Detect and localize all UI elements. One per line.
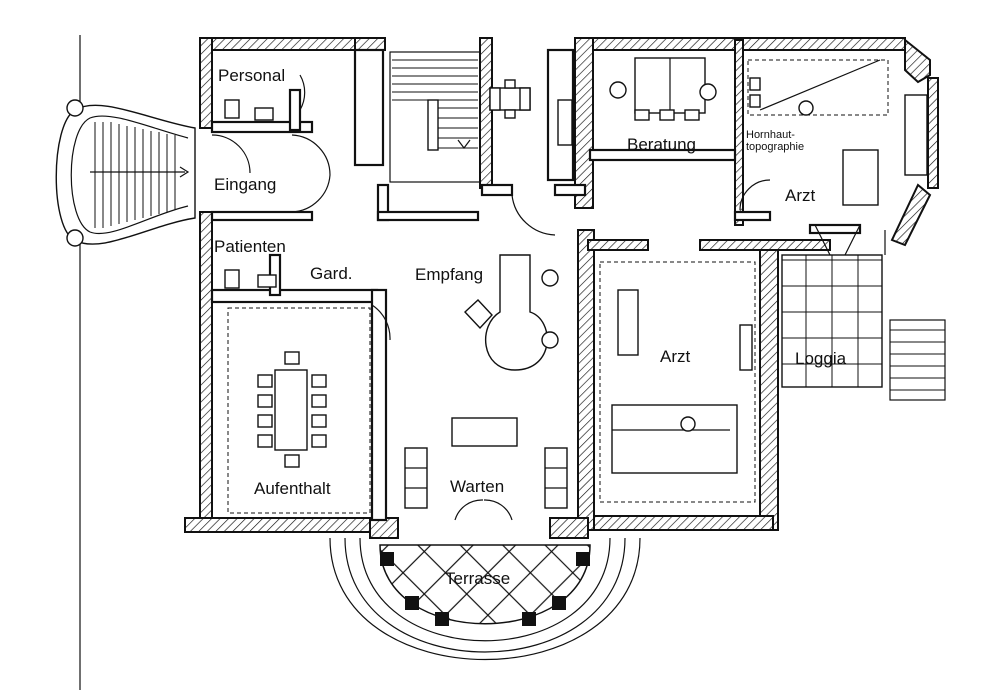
room-label-loggia: Loggia xyxy=(795,349,847,368)
loggia-floor xyxy=(781,254,883,388)
interior-stair xyxy=(389,51,481,183)
doors xyxy=(211,74,861,521)
room-label-arzt-mid: Arzt xyxy=(660,347,691,366)
arzt-top-furniture xyxy=(747,59,928,206)
arzt-mid-furniture xyxy=(599,261,756,503)
room-label-eingang: Eingang xyxy=(214,175,277,194)
room-label-aufenthalt: Aufenthalt xyxy=(254,479,331,498)
room-label-hornhauttopographie: Hornhaut- topographie xyxy=(746,129,805,153)
entrance-stair xyxy=(55,99,196,247)
aufenthalt-table xyxy=(227,307,371,514)
beratung-furniture xyxy=(609,57,717,121)
room-label-warten: Warten xyxy=(450,477,505,496)
room-label-beratung: Beratung xyxy=(627,135,696,154)
loggia-stair xyxy=(889,319,946,401)
outer-walls xyxy=(184,37,939,539)
room-label-arzt-top: Arzt xyxy=(785,186,816,205)
wc-fixtures xyxy=(224,99,277,289)
room-label-gard: Gard. xyxy=(310,264,353,283)
kitchen xyxy=(489,79,573,146)
room-label-personal: Personal xyxy=(218,66,286,85)
loggia-stair-steps xyxy=(890,329,945,391)
room-label-empfang: Empfang xyxy=(415,265,484,284)
waiting-furniture xyxy=(404,417,568,509)
room-label-terrasse: Terrasse xyxy=(445,569,511,588)
reception-counter xyxy=(464,254,559,371)
room-label-patienten: Patienten xyxy=(214,237,286,256)
terrace xyxy=(329,537,641,661)
